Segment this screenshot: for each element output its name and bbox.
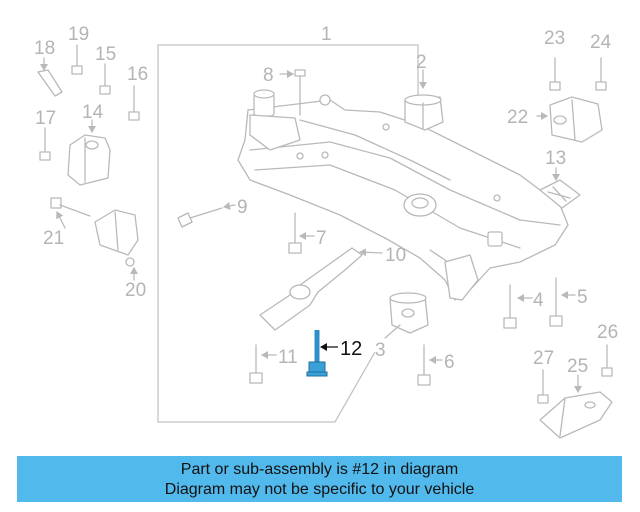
callout-11: 11	[278, 347, 298, 368]
callout-10: 10	[385, 245, 406, 266]
bolt-part-26	[601, 344, 613, 377]
bolt-part-12	[306, 330, 328, 377]
mount-part-3	[389, 292, 429, 334]
callout-1: 1	[321, 24, 332, 45]
bolt-part-4	[503, 284, 517, 329]
parts-diagram: 1 2 3 4 5 6 7 8 9 10 11 12 13 14 15 16 1…	[34, 24, 618, 439]
callout-7: 7	[316, 228, 327, 249]
bolt-part-19	[71, 44, 83, 75]
bolt-part-11	[249, 344, 263, 384]
callout-15: 15	[95, 44, 116, 65]
callout-23: 23	[544, 28, 565, 49]
callout-5: 5	[577, 287, 588, 308]
callout-20: 20	[125, 280, 146, 301]
callout-26: 26	[597, 322, 618, 343]
callout-8: 8	[263, 65, 274, 86]
callout-19: 19	[68, 24, 89, 45]
mount-part-22	[549, 96, 603, 143]
callout-12: 12	[340, 338, 362, 360]
callout-14: 14	[82, 102, 104, 123]
bracket-part-10	[259, 247, 363, 331]
callout-24: 24	[590, 32, 612, 53]
bolt-part-9	[177, 207, 223, 228]
banner-line-2: Diagram may not be specific to your vehi…	[164, 481, 475, 498]
callout-16: 16	[127, 64, 148, 85]
callout-27: 27	[533, 348, 554, 369]
bracket-part-18	[37, 69, 63, 97]
banner-line-1: Part or sub-assembly is #12 in diagram	[180, 461, 459, 478]
bolt-part-5	[549, 277, 563, 327]
bolt-part-7	[288, 212, 302, 254]
bracket-part-25	[539, 391, 613, 439]
callout-18: 18	[34, 38, 55, 59]
callout-13: 13	[545, 148, 566, 169]
mount-part-2	[404, 94, 444, 131]
callout-3: 3	[375, 340, 386, 361]
pad-part-13	[539, 179, 581, 209]
callout-21: 21	[43, 228, 64, 249]
callout-22: 22	[507, 107, 528, 128]
callout-4: 4	[533, 290, 544, 311]
subframe-part	[237, 89, 569, 301]
info-banner: Part or sub-assembly is #12 in diagram D…	[17, 456, 622, 502]
assembly-frame	[157, 44, 419, 423]
mount-part-20	[94, 209, 139, 267]
bolt-part-23	[549, 57, 561, 91]
bolt-part-24	[595, 57, 607, 91]
bolt-part-27	[537, 369, 549, 404]
bolt-part-15	[99, 63, 111, 95]
bolt-part-21	[50, 197, 91, 217]
bolt-part-6	[417, 344, 431, 386]
callout-9: 9	[237, 197, 248, 218]
callout-6: 6	[444, 352, 455, 373]
callout-2: 2	[416, 52, 427, 73]
callout-25: 25	[567, 356, 588, 377]
bolt-part-8	[294, 69, 306, 116]
bolt-part-16	[128, 85, 140, 121]
mount-part-14	[67, 134, 111, 186]
callout-17: 17	[35, 108, 56, 129]
bolt-part-17	[39, 127, 51, 161]
